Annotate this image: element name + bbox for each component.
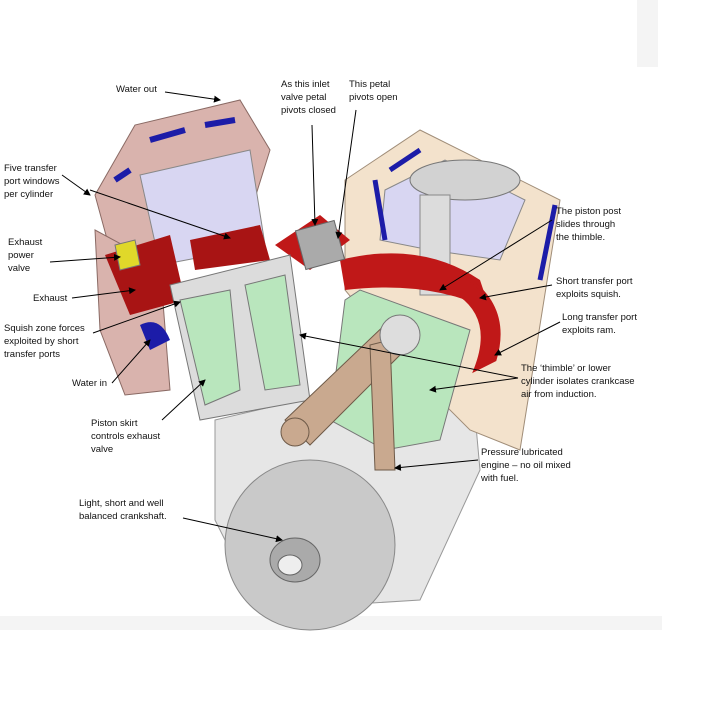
- label-thimble: The ‘thimble’ or lower cylinder isolates …: [521, 362, 635, 401]
- label-line: air from induction.: [521, 389, 597, 400]
- piston-crown: [409, 159, 521, 201]
- label-long-transfer: Long transfer port exploits ram.: [562, 311, 637, 337]
- label-line: transfer ports: [4, 349, 60, 360]
- label-line: This petal: [349, 79, 391, 90]
- background-strip: [637, 0, 658, 67]
- water-jacket-right: [372, 147, 558, 281]
- label-line: Piston skirt: [91, 418, 138, 429]
- label-exhaust: Exhaust: [33, 292, 67, 305]
- left-thimble: [179, 289, 241, 406]
- label-line: balanced crankshaft.: [79, 511, 167, 522]
- water-jacket-head: [113, 117, 236, 183]
- label-line: Water in: [72, 378, 108, 389]
- label-short-transfer: Short transfer port exploits squish.: [556, 275, 633, 301]
- label-piston-skirt: Piston skirt controls exhaust valve: [91, 417, 160, 456]
- label-line: Pressure lubricated: [481, 447, 563, 458]
- label-transfer-windows: Five transfer port windows per cylinder: [4, 162, 59, 201]
- label-line: engine – no oil mixed: [481, 460, 571, 471]
- label-crankshaft: Light, short and well balanced crankshaft…: [79, 497, 167, 523]
- label-water-out: Water out: [116, 83, 157, 96]
- label-line: Five transfer: [4, 163, 57, 174]
- label-inlet-petal-closed: As this inlet valve petal pivots closed: [281, 78, 336, 117]
- label-line: valve: [8, 263, 31, 274]
- label-line: per cylinder: [4, 189, 54, 200]
- label-water-in: Water in: [72, 377, 107, 390]
- label-power-valve: Exhaust power valve: [8, 236, 42, 275]
- label-line: Squish zone forces: [4, 323, 85, 334]
- label-line: Exhaust: [8, 237, 43, 248]
- label-petal-open: This petal pivots open: [349, 78, 398, 104]
- exhaust-power-valve: [114, 239, 141, 271]
- label-line: valve: [91, 444, 114, 455]
- label-line: As this inlet: [281, 79, 330, 90]
- label-line: pivots closed: [281, 105, 336, 116]
- label-line: Exhaust: [33, 293, 68, 304]
- label-line: Water out: [116, 84, 157, 95]
- label-line: The ‘thimble’ or lower: [521, 363, 611, 374]
- leader-lines: [49, 91, 561, 543]
- label-line: slides through: [556, 219, 616, 230]
- label-line: exploited by short: [4, 336, 79, 347]
- label-line: port windows: [4, 176, 60, 187]
- small-end: [379, 314, 421, 356]
- label-line: cylinder isolates crankcase: [521, 376, 635, 387]
- label-line: the thimble.: [556, 232, 606, 243]
- label-piston-post: The piston post slides through the thimble…: [556, 205, 621, 244]
- label-line: valve petal: [281, 92, 327, 103]
- label-line: Short transfer port: [556, 276, 633, 287]
- label-line: pivots open: [349, 92, 398, 103]
- label-line: The piston post: [556, 206, 621, 217]
- label-line: Long transfer port: [562, 312, 637, 323]
- label-line: Light, short and well: [79, 498, 164, 509]
- label-line: with fuel.: [481, 473, 519, 484]
- short-transfer-port: [340, 253, 490, 310]
- label-line: power: [8, 250, 34, 261]
- label-squish: Squish zone forces exploited by short tran…: [4, 322, 85, 361]
- label-line: exploits squish.: [556, 289, 621, 300]
- label-line: exploits ram.: [562, 325, 616, 336]
- label-lubrication: Pressure lubricated engine – no oil mixed…: [481, 446, 571, 485]
- transfer-windows-left: [190, 225, 270, 270]
- label-line: controls exhaust: [91, 431, 161, 442]
- left-thimble: [244, 274, 301, 391]
